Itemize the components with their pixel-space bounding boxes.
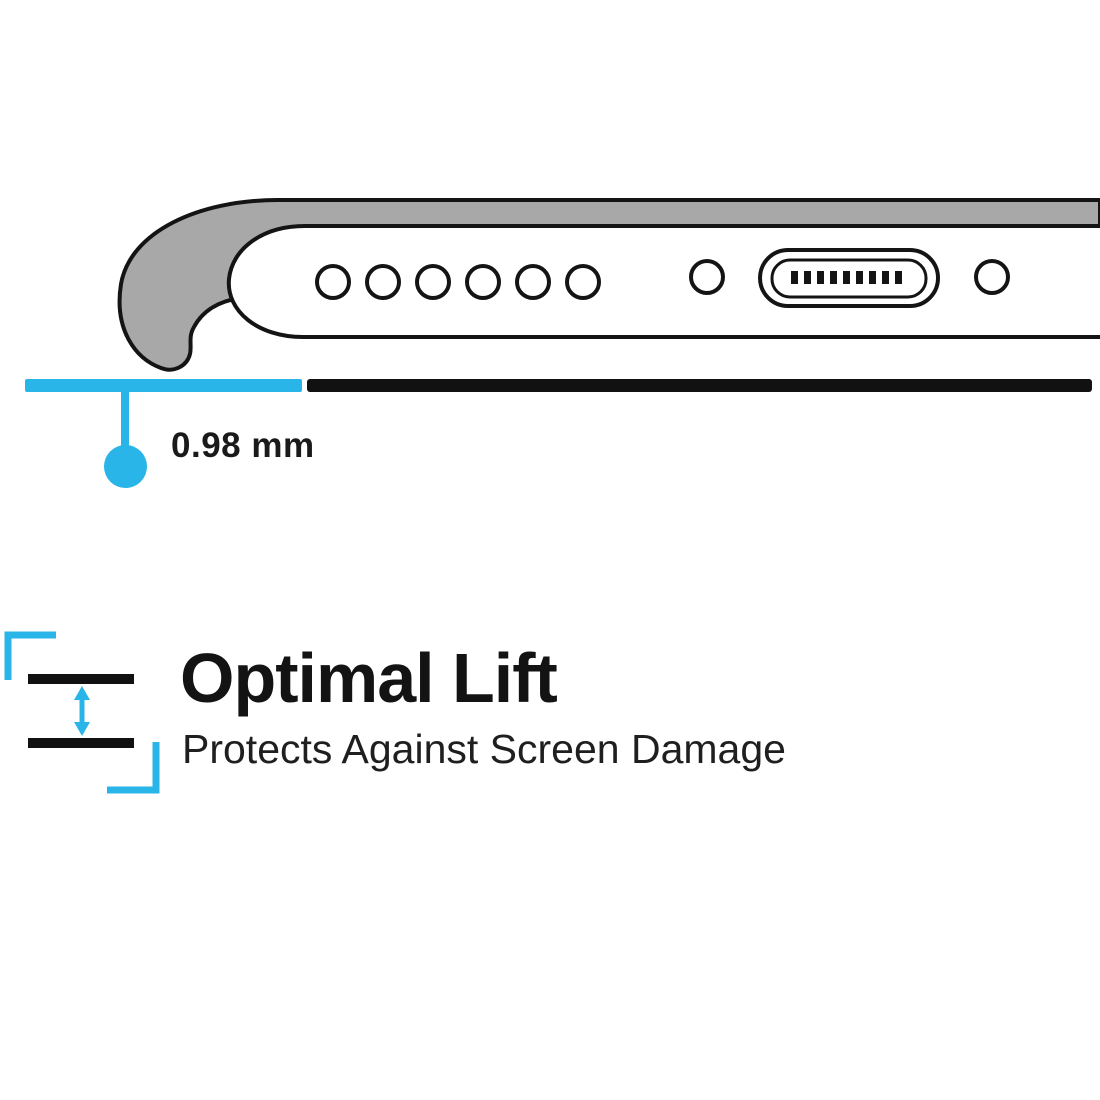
measurement-value: 0.98 mm bbox=[171, 426, 315, 465]
phone-body-shape bbox=[226, 224, 1100, 339]
surface-line-segment bbox=[307, 379, 1092, 392]
feature-title: Optimal Lift bbox=[180, 639, 558, 717]
phone-case-cross-section-illustration bbox=[117, 198, 1100, 372]
speaker-holes-icon bbox=[315, 264, 601, 300]
lift-gap-arrow-icon bbox=[4, 631, 160, 794]
screw-hole-icon bbox=[689, 259, 725, 295]
measurement-dot bbox=[104, 445, 147, 488]
measurement-stem-line bbox=[121, 391, 129, 453]
screw-hole-icon bbox=[974, 259, 1010, 295]
charging-port-icon bbox=[758, 248, 940, 308]
surface-line-accent-segment bbox=[25, 379, 302, 392]
feature-subtitle: Protects Against Screen Damage bbox=[182, 726, 786, 772]
